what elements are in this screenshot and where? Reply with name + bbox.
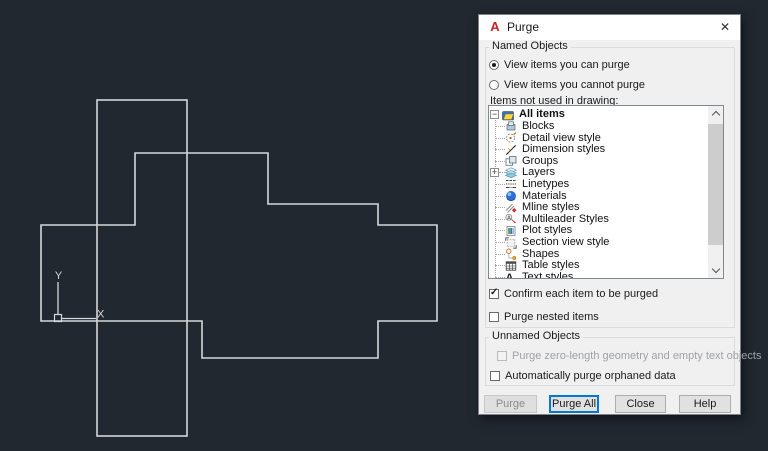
svg-text:X: X bbox=[97, 309, 105, 321]
tree-item-label: Table styles bbox=[522, 259, 580, 272]
close-icon[interactable]: ✕ bbox=[719, 20, 731, 34]
purge-orphaned-checkbox[interactable]: ✓ bbox=[490, 371, 500, 381]
all-items-icon bbox=[502, 109, 514, 121]
purge-zero-length-label: Purge zero-length geometry and empty tex… bbox=[512, 350, 762, 362]
tree-item-label: Groups bbox=[522, 154, 559, 167]
items-not-used-label: Items not used in drawing: bbox=[490, 95, 619, 107]
linetypes-icon bbox=[505, 178, 517, 190]
shapes-icon bbox=[505, 248, 517, 261]
drawn-rectangle bbox=[96, 99, 188, 437]
purge-button: Purge bbox=[484, 395, 537, 413]
tree-item-label: Materials bbox=[522, 189, 567, 202]
blocks-icon bbox=[505, 120, 517, 132]
drawn-polygon bbox=[40, 152, 438, 359]
radio-view-can-purge-label[interactable]: View items you can purge bbox=[504, 59, 630, 71]
tree-item-label: Mline styles bbox=[522, 201, 580, 214]
dialog-titlebar[interactable]: A Purge ✕ bbox=[479, 15, 740, 40]
ucs-icon: YX bbox=[53, 270, 105, 323]
tree-item-all-items[interactable]: − All items bbox=[489, 109, 708, 121]
unnamed-objects-label: Unnamed Objects bbox=[489, 331, 584, 342]
tree-item-label: Multileader Styles bbox=[522, 212, 609, 225]
tree-item-text-styles[interactable]: Aa Text styles bbox=[489, 270, 708, 278]
svg-text:Y: Y bbox=[55, 270, 63, 282]
tree-guide-line bbox=[494, 118, 496, 277]
scroll-down-icon[interactable] bbox=[708, 263, 723, 278]
purge-dialog: A Purge ✕ Named Objects View items you c… bbox=[478, 14, 761, 415]
tree-item-label: Detail view style bbox=[522, 131, 601, 144]
tree-item-detail-view-style[interactable]: Detail view style bbox=[489, 132, 708, 144]
tree-item-blocks[interactable]: Blocks bbox=[489, 119, 708, 133]
text-icon: Aa bbox=[505, 271, 517, 278]
tree-item-table-styles[interactable]: Table styles bbox=[489, 260, 708, 272]
named-objects-label: Named Objects bbox=[489, 41, 571, 52]
tree-item-plot-styles[interactable]: Plot styles bbox=[489, 225, 708, 237]
tree-item-label: Text styles bbox=[522, 270, 574, 278]
purge-all-button[interactable]: Purge All bbox=[549, 395, 599, 413]
svg-text:A: A bbox=[507, 216, 511, 222]
scrollbar-thumb[interactable] bbox=[708, 124, 723, 245]
dialog-title: Purge bbox=[507, 20, 540, 34]
radio-view-can-purge[interactable] bbox=[489, 60, 499, 70]
tree-item-label: Shapes bbox=[522, 247, 560, 260]
tree-item-linetypes[interactable]: Linetypes bbox=[489, 177, 708, 191]
dimension-icon bbox=[505, 144, 517, 156]
tree-item-label: Blocks bbox=[522, 119, 555, 132]
confirm-each-item-label[interactable]: Confirm each item to be purged bbox=[504, 288, 659, 300]
tree-scrollbar[interactable] bbox=[708, 106, 723, 278]
collapse-icon[interactable]: − bbox=[490, 109, 499, 120]
svg-text:A: A bbox=[506, 272, 514, 278]
tree-item-materials[interactable]: Materials bbox=[489, 190, 708, 202]
detail-view-icon bbox=[505, 132, 517, 144]
purge-nested-checkbox[interactable]: ✓ bbox=[489, 312, 499, 322]
scroll-up-icon[interactable] bbox=[708, 106, 723, 121]
tree-item-groups[interactable]: Groups bbox=[489, 155, 708, 167]
tree-item-label: Dimension styles bbox=[522, 143, 606, 156]
plot-icon bbox=[505, 225, 517, 237]
tree-item-dimension-styles[interactable]: Dimension styles bbox=[489, 144, 708, 156]
purge-orphaned-label[interactable]: Automatically purge orphaned data bbox=[505, 370, 676, 382]
purge-nested-label[interactable]: Purge nested items bbox=[504, 311, 599, 323]
tree-item-section-view-style[interactable]: Section view style bbox=[489, 237, 708, 249]
tree-item-label: Plot styles bbox=[522, 224, 573, 237]
table-icon bbox=[505, 260, 517, 272]
unnamed-objects-group bbox=[485, 337, 735, 386]
tree-item-label: All items bbox=[519, 108, 565, 121]
tree-item-mline-styles[interactable]: Mline styles bbox=[489, 202, 708, 214]
multileader-icon: A bbox=[505, 213, 517, 225]
tree-item-label: Layers bbox=[522, 166, 556, 179]
close-button[interactable]: Close bbox=[615, 395, 666, 413]
materials-icon bbox=[505, 190, 517, 202]
expand-icon[interactable]: + bbox=[490, 167, 499, 178]
layers-icon bbox=[505, 167, 517, 179]
mline-icon bbox=[505, 202, 517, 214]
purge-zero-length-checkbox: ✓ bbox=[497, 351, 507, 361]
tree-item-shapes[interactable]: Shapes bbox=[489, 247, 708, 261]
section-icon bbox=[505, 236, 517, 249]
autocad-logo-icon: A bbox=[490, 19, 500, 34]
tree-item-label: Linetypes bbox=[522, 177, 570, 190]
radio-view-cannot-purge-label[interactable]: View items you cannot purge bbox=[504, 79, 646, 91]
svg-text:a: a bbox=[512, 277, 516, 278]
tree-item-label: Section view style bbox=[522, 236, 610, 248]
help-button[interactable]: Help bbox=[679, 395, 731, 413]
tree-item-layers[interactable]: + Layers bbox=[489, 167, 708, 179]
confirm-each-item-checkbox[interactable]: ✓ bbox=[489, 287, 499, 299]
tree-item-multileader-styles[interactable]: A Multileader Styles bbox=[489, 213, 708, 225]
named-objects-group bbox=[485, 47, 735, 328]
radio-view-cannot-purge[interactable] bbox=[489, 80, 499, 90]
groups-icon bbox=[505, 155, 517, 167]
